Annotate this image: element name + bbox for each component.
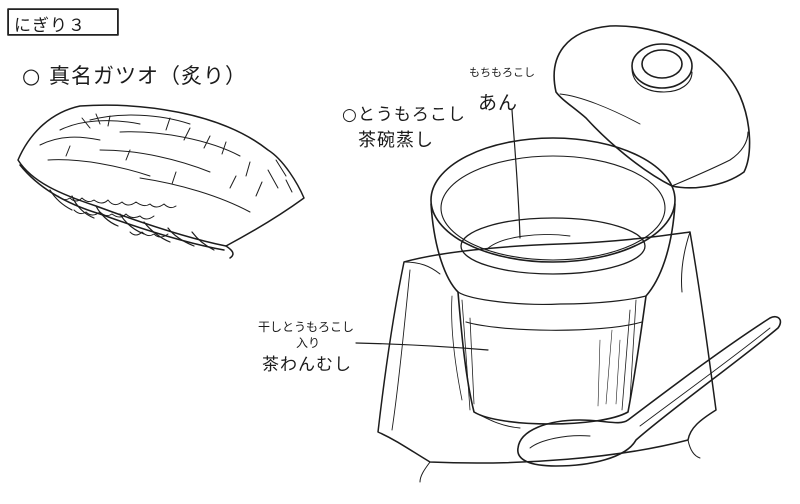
saucer-illustration — [377, 231, 717, 483]
sauce-label-small: もちもろこし — [469, 66, 535, 79]
cup-illustration — [430, 137, 676, 429]
leader-lines — [355, 109, 521, 351]
sushi-illustration — [17, 104, 305, 259]
title-frame — [8, 9, 118, 35]
sushi-label: ○ 真名ガツオ（炙り） — [22, 64, 247, 88]
page-title: にぎり３ — [14, 16, 86, 36]
inner-label-line1: 干しとうもろこし — [258, 320, 355, 334]
chawanmushi-label-line1: ○とうもろこし — [342, 105, 466, 125]
spoon-illustration — [517, 315, 782, 467]
inner-label-line3: 茶わんむし — [262, 355, 352, 375]
chawanmushi-label-line2: 茶碗蒸し — [358, 130, 434, 151]
sauce-label-big: あん — [478, 92, 519, 114]
inner-label-line2: 入り — [296, 336, 321, 350]
lid-illustration — [553, 25, 751, 189]
